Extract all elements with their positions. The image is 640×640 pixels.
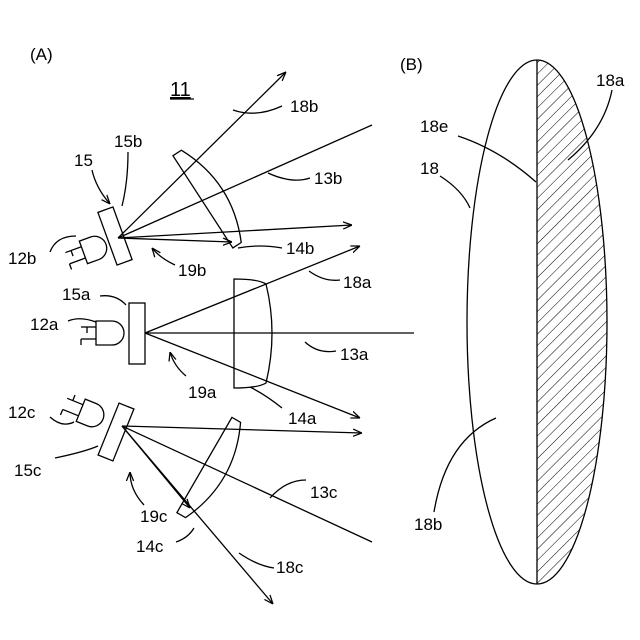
label-18c: 18c (276, 558, 304, 577)
label-b-18a: 18a (596, 71, 625, 90)
leader-18c (239, 553, 274, 568)
panel-label-a: (A) (30, 45, 53, 64)
leader-14c (176, 528, 194, 542)
led-12c (60, 393, 107, 431)
label-15b: 15b (114, 132, 142, 151)
leader-12a (68, 319, 96, 322)
leader-15c (55, 446, 98, 458)
leader-15 (92, 170, 110, 204)
label-13b: 13b (314, 169, 342, 188)
panel-a (50, 72, 414, 604)
leader-19b (152, 248, 175, 265)
label-12c: 12c (8, 403, 36, 422)
leader-19a (170, 352, 186, 376)
label-12b: 12b (8, 249, 36, 268)
leader-14b (238, 246, 282, 248)
label-19b: 19b (178, 261, 206, 280)
label-18b: 18b (290, 97, 318, 116)
ray-lower-1 (122, 426, 362, 433)
leader-14a (250, 387, 282, 408)
led-12a (81, 321, 124, 345)
label-19c: 19c (140, 507, 168, 526)
leader-13c (270, 480, 306, 498)
label-b-18: 18 (420, 159, 439, 178)
leader-18b (233, 106, 282, 113)
label-19a: 19a (188, 383, 217, 402)
label-13a: 13a (340, 345, 369, 364)
label-13c: 13c (310, 483, 338, 502)
plate-15a (129, 303, 145, 364)
ray-18b (118, 72, 286, 238)
label-15a: 15a (62, 285, 91, 304)
leader-12c (50, 417, 74, 424)
label-14a: 14a (288, 409, 317, 428)
label-b-18b: 18b (414, 515, 442, 534)
leader-19c (130, 472, 144, 505)
ray-lower-4 (122, 426, 190, 508)
lens-14c (177, 417, 252, 524)
leader-18a (309, 271, 340, 280)
label-15: 15 (74, 151, 93, 170)
leader-b18e (458, 136, 536, 182)
label-14b: 14b (286, 239, 314, 258)
leader-b18b (434, 418, 496, 512)
label-12a: 12a (30, 315, 59, 334)
label-18a: 18a (343, 273, 372, 292)
leader-15a (100, 296, 126, 305)
label-15c: 15c (14, 461, 42, 480)
panel-b: (B) 18a 18e 18 18b (400, 55, 625, 584)
leader-13a (305, 342, 336, 352)
leader-13b (268, 173, 310, 180)
ray-upper-4 (118, 238, 232, 242)
led-12b (63, 233, 110, 270)
label-b-18e: 18e (420, 117, 448, 136)
panel-label-b: (B) (400, 55, 423, 74)
leader-b18 (440, 176, 470, 208)
figure-number: 11 (170, 79, 191, 101)
label-14c: 14c (136, 537, 164, 556)
leader-15b (122, 152, 128, 206)
